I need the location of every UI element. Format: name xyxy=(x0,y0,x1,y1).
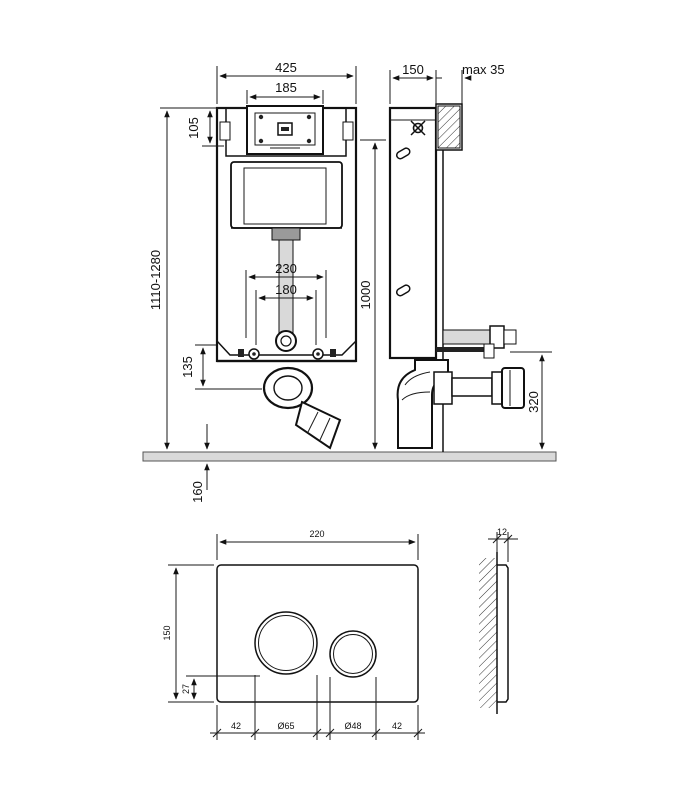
dim-big-button-diameter: Ø65 xyxy=(277,721,294,731)
dim-side-outlet-height: 320 xyxy=(526,391,541,413)
dim-outlet-outer: 230 xyxy=(275,261,297,276)
side-view-dimensions: 150 max 35 320 xyxy=(389,62,552,450)
front-view-frame xyxy=(215,105,358,450)
floor-line xyxy=(142,451,557,462)
front-view-dimensions: 425 185 105 1110-1280 230 180 135 1000 xyxy=(148,60,386,503)
dim-plate-width: 220 xyxy=(309,529,324,539)
dim-floor-offset: 160 xyxy=(190,481,205,503)
dim-left-margin: 42 xyxy=(231,721,241,731)
dim-max-extension: max 35 xyxy=(462,62,505,77)
dim-frame-height: 1000 xyxy=(358,281,373,310)
small-flush-button-icon xyxy=(329,630,377,678)
flush-plate-dimensions: 220 150 27 42 Ø65 Ø48 42 xyxy=(162,529,425,740)
flush-plate-front xyxy=(216,564,419,703)
side-view-frame xyxy=(388,103,525,452)
dim-top-offset: 105 xyxy=(186,117,201,139)
dim-frame-width: 425 xyxy=(275,60,297,75)
slot-icon xyxy=(395,147,411,297)
large-flush-button-icon xyxy=(254,611,318,675)
dim-plate-width: 185 xyxy=(275,80,297,95)
dim-plate-height: 150 xyxy=(162,625,172,640)
dim-outlet-height: 135 xyxy=(180,356,195,378)
dim-small-button-diameter: Ø48 xyxy=(344,721,361,731)
dim-total-height: 1110-1280 xyxy=(148,250,163,310)
adjustment-knob-icon xyxy=(437,105,461,149)
dim-outlet-inner: 180 xyxy=(275,282,297,297)
flush-plate-side: 12 xyxy=(479,527,518,714)
dim-button-offset: 27 xyxy=(181,684,191,694)
dim-right-margin: 42 xyxy=(392,721,402,731)
dim-depth: 150 xyxy=(402,62,424,77)
dim-plate-thickness: 12 xyxy=(497,527,507,537)
cross-fitting-icon xyxy=(410,120,426,136)
